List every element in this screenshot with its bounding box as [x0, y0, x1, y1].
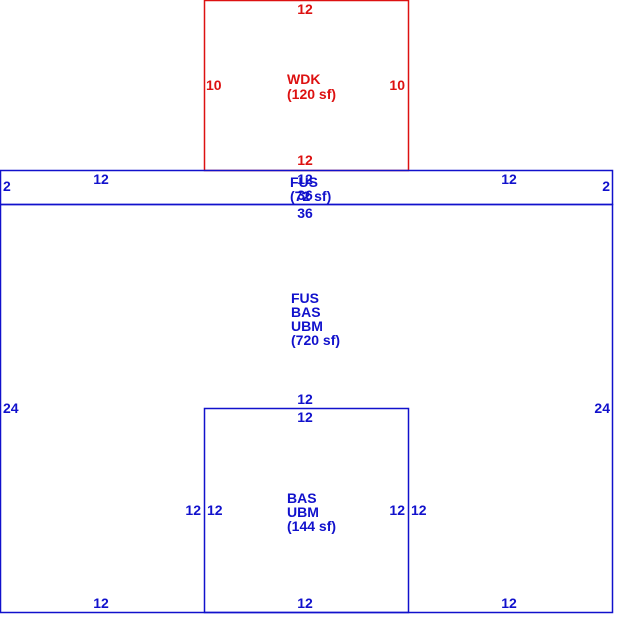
fus-strip-code: FUS — [290, 174, 318, 190]
fus-strip-dim-top-left: 12 — [93, 171, 109, 187]
fus-strip-dim-right: 2 — [602, 178, 610, 194]
main-dim-left: 24 — [3, 400, 19, 416]
area-inner: 12 12 12 12 12 12 12 BAS UBM (144 sf) — [185, 391, 427, 614]
fus-strip-dim-left: 2 — [3, 178, 11, 194]
main-dim-bottom-right: 12 — [501, 595, 517, 611]
area-wdk: 12 12 10 10 WDK (120 sf) — [203, 0, 410, 172]
wdk-dim-left: 10 — [206, 77, 222, 93]
fus-strip-area: (72 sf) — [290, 188, 331, 204]
inner-code-2: UBM — [287, 504, 319, 520]
inner-dim-top-outer: 12 — [297, 391, 313, 407]
fus-strip-dim-top-right: 12 — [501, 171, 517, 187]
wdk-dim-bottom: 12 — [297, 152, 313, 168]
main-dim-bottom-left: 12 — [93, 595, 109, 611]
main-dim-right: 24 — [594, 400, 610, 416]
wdk-dim-top: 12 — [297, 1, 313, 17]
fus-strip-dim-top-center: 12 — [297, 171, 313, 187]
fus-strip-dim-overlay: 36 — [297, 187, 313, 203]
inner-dim-left-outer: 12 — [185, 502, 201, 518]
inner-code-1: BAS — [287, 490, 317, 506]
main-code-3: UBM — [291, 318, 323, 334]
wdk-dim-right: 10 — [389, 77, 405, 93]
inner-dim-bottom: 12 — [297, 595, 313, 611]
inner-dim-right-inner: 12 — [389, 502, 405, 518]
inner-area: (144 sf) — [287, 518, 336, 534]
wdk-area: (120 sf) — [287, 86, 336, 102]
wdk-code: WDK — [287, 71, 320, 87]
fus-strip-dim-bottom: 36 — [297, 205, 313, 221]
inner-dim-top-inner: 12 — [297, 409, 313, 425]
area-fus-strip: 12 12 12 36 36 2 2 FUS (72 sf) — [0, 169, 614, 221]
inner-dim-right-outer: 12 — [411, 502, 427, 518]
inner-dim-left-inner: 12 — [207, 502, 223, 518]
main-code-2: BAS — [291, 304, 321, 320]
inner-outline — [203, 407, 410, 614]
main-area: (720 sf) — [291, 332, 340, 348]
main-code-1: FUS — [291, 290, 319, 306]
